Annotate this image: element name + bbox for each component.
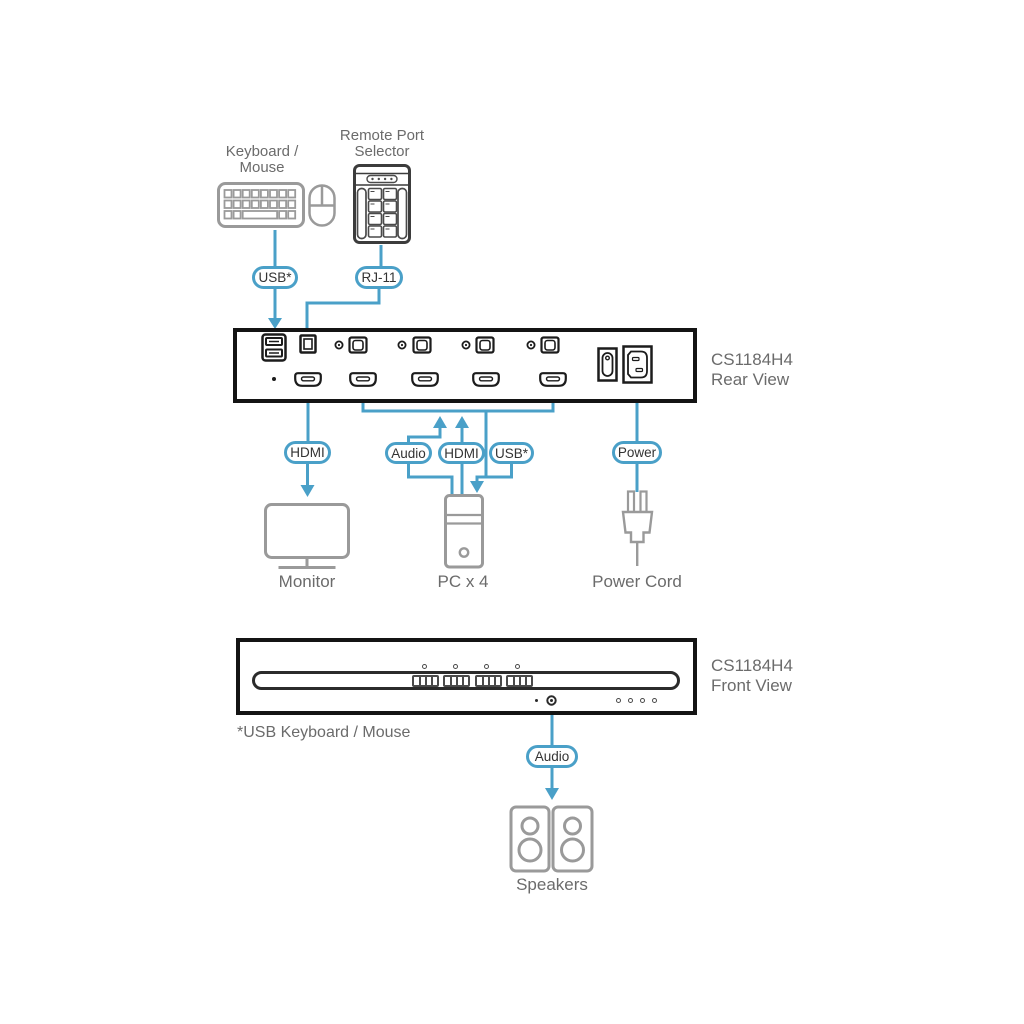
- speakers-icon: [509, 805, 594, 873]
- mouse-icon: [308, 184, 336, 227]
- hdmi-port-icon: [539, 372, 567, 387]
- arrow-usb-to-rear-panel: [268, 289, 282, 329]
- audio-jack-port-icon: [526, 340, 536, 350]
- arrow-audio-to-speakers: [545, 768, 559, 800]
- rear-view-title: CS1184H4 Rear View: [711, 350, 841, 390]
- reset-pinhole: [272, 377, 276, 381]
- hdmi-pc-pill-text: HDMI: [444, 445, 479, 461]
- audio-pc-pill-text: Audio: [391, 445, 426, 461]
- selector-label-line2: Selector: [354, 143, 410, 160]
- status-led: [628, 698, 633, 703]
- audio-pc-pill: Audio: [385, 442, 432, 464]
- keyboard-mouse-label-line1: Keyboard /: [225, 143, 299, 160]
- power-inlet-icon: [622, 345, 653, 384]
- usb-b-port-icon: [475, 336, 495, 354]
- audio-speakers-pill: Audio: [526, 745, 578, 768]
- rear-panel: [233, 328, 697, 403]
- usb-pc-pill: USB*: [489, 442, 534, 464]
- port-led: [453, 664, 458, 669]
- front-audio-jack-icon: [546, 695, 557, 706]
- hdmi-port-icon: [472, 372, 500, 387]
- power-pill-text: Power: [617, 445, 657, 460]
- port-select-button: [506, 675, 533, 687]
- port-select-button: [443, 675, 470, 687]
- port-select-button: [412, 675, 439, 687]
- audio-jack-port-icon: [461, 340, 471, 350]
- power-cord-caption: Power Cord: [592, 572, 682, 592]
- arrow-hdmi-to-monitor: [300, 464, 315, 497]
- monitor-caption: Monitor: [267, 572, 347, 592]
- usb-keyboard-pill: USB*: [252, 266, 298, 289]
- rj11-pill: RJ-11: [355, 266, 403, 289]
- rj11-pill-text: RJ-11: [361, 270, 397, 285]
- status-led: [616, 698, 621, 703]
- pc-caption-text: PC x 4: [437, 572, 489, 591]
- remote-port-selector-label: Remote Port Selector: [322, 128, 442, 160]
- front-view-model: CS1184H4: [711, 656, 793, 675]
- arrow-audio-up: [407, 416, 447, 443]
- arrow-bracket-usb-to-pc: [470, 411, 513, 493]
- status-led: [640, 698, 645, 703]
- audio-jack-port-icon: [397, 340, 407, 350]
- hdmi-monitor-pill: HDMI: [284, 441, 331, 464]
- usb-pc-pill-text: USB*: [494, 445, 528, 461]
- usb-a-dual-port-icon: [261, 333, 287, 362]
- keyboard-mouse-label: Keyboard / Mouse: [202, 144, 322, 176]
- front-view-text: Front View: [711, 676, 792, 695]
- usb-keyboard-pill-text: USB*: [258, 270, 292, 285]
- selector-label-line1: Remote Port: [339, 127, 425, 144]
- monitor-caption-text: Monitor: [278, 572, 336, 591]
- port-led: [484, 664, 489, 669]
- rear-view-model: CS1184H4: [711, 350, 793, 369]
- hdmi-port-icon: [294, 372, 322, 387]
- remote-port-selector-icon: [353, 164, 411, 244]
- power-cord-icon: [621, 490, 654, 566]
- port-led: [515, 664, 520, 669]
- pc-tower-icon: [444, 494, 484, 569]
- keyboard-mouse-label-line2: Mouse: [239, 159, 285, 176]
- usb-footnote: *USB Keyboard / Mouse: [237, 724, 457, 742]
- rear-view-text: Rear View: [711, 370, 790, 389]
- usb-b-port-icon: [348, 336, 368, 354]
- power-cord-caption-text: Power Cord: [592, 572, 682, 591]
- front-view-title: CS1184H4 Front View: [711, 656, 841, 696]
- hdmi-monitor-pill-text: HDMI: [290, 445, 325, 460]
- speakers-caption: Speakers: [510, 875, 594, 895]
- front-mic-dot: [535, 699, 538, 702]
- cable-audio-to-pc: [407, 463, 454, 496]
- hdmi-port-icon: [411, 372, 439, 387]
- monitor-icon: [264, 503, 350, 569]
- audio-speakers-pill-text: Audio: [534, 749, 570, 764]
- cable-rj11-to-rear-panel: [305, 289, 381, 329]
- pc-caption: PC x 4: [423, 572, 503, 592]
- power-switch-icon: [597, 347, 618, 382]
- port-led: [422, 664, 427, 669]
- hdmi-port-icon: [349, 372, 377, 387]
- usb-footnote-text: *USB Keyboard / Mouse: [237, 724, 411, 741]
- front-panel: [236, 638, 697, 715]
- usb-b-port-icon: [412, 336, 432, 354]
- arrow-hdmi-up: [455, 416, 469, 443]
- usb-b-port-icon: [540, 336, 560, 354]
- speakers-caption-text: Speakers: [516, 875, 588, 894]
- hdmi-pc-pill: HDMI: [438, 442, 485, 464]
- port-select-button: [475, 675, 502, 687]
- status-led: [652, 698, 657, 703]
- rj11-port-icon: [299, 334, 317, 354]
- power-pill: Power: [612, 441, 662, 464]
- audio-jack-port-icon: [334, 340, 344, 350]
- keyboard-icon: [217, 182, 305, 228]
